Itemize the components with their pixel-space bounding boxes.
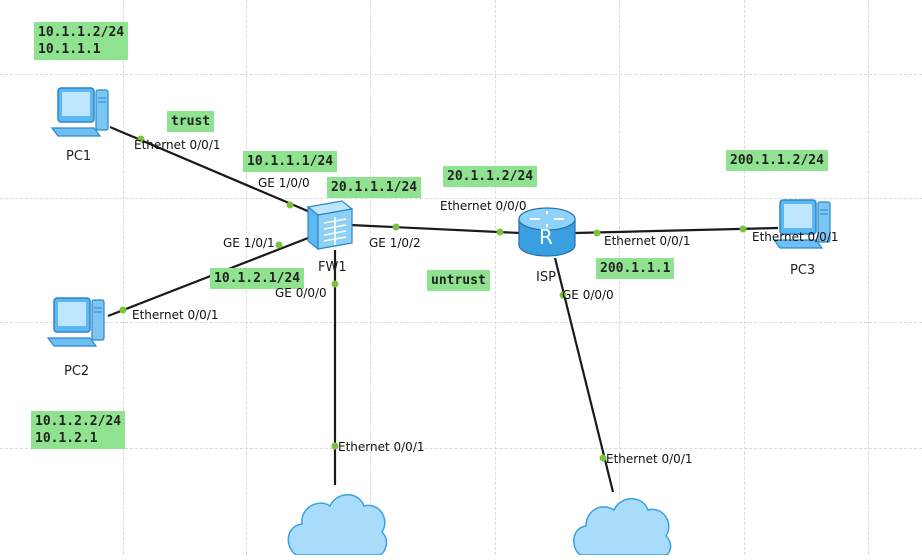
link-pc2-fw1[interactable] (107, 236, 309, 318)
pc2-address-label: 10.1.2.2/24 10.1.2.1 (31, 411, 126, 449)
pc3-address-label: 200.1.1.2/24 (726, 150, 828, 171)
port-dot (119, 306, 127, 314)
port-dot (599, 454, 607, 462)
isp-e001-interface-label: Ethernet 0/0/1 (604, 234, 691, 248)
grid-line (0, 74, 922, 75)
port-dot (496, 228, 504, 236)
grid-line (495, 0, 496, 555)
port-dot (331, 280, 339, 288)
isp-e000-address-label: 20.1.1.2/24 (443, 166, 538, 187)
port-dot (739, 225, 747, 233)
grid-line (370, 0, 371, 555)
link-fw1-isp[interactable] (349, 223, 521, 235)
port-dot (137, 135, 145, 143)
pc3-device[interactable] (772, 196, 838, 256)
fw1-device[interactable] (302, 197, 354, 251)
pc2-name: PC2 (64, 364, 90, 379)
untrust-zone-label: untrust (427, 270, 490, 291)
port-dot (275, 241, 283, 249)
port-dot (331, 442, 339, 450)
grid-line (123, 0, 124, 555)
cloud-icon (287, 494, 388, 556)
fw-ge102-address-label: 20.1.1.1/24 (327, 177, 422, 198)
firewall-icon (306, 200, 354, 251)
isp-e000-interface-label: Ethernet 0/0/0 (440, 199, 527, 213)
isp-e001-address-label: 200.1.1.1 (596, 258, 675, 279)
port-dot (392, 223, 400, 231)
router-icon (518, 207, 576, 257)
cloud2-interface-label: Ethernet 0/0/1 (606, 452, 693, 466)
grid-line (868, 0, 869, 555)
pc1-interface-label: Ethernet 0/0/1 (134, 138, 221, 152)
fw-ge000-interface-label: GE 0/0/0 (275, 286, 327, 300)
fw-ge102-interface-label: GE 1/0/2 (369, 236, 421, 250)
isp-device[interactable]: R (516, 203, 578, 259)
port-dot (559, 291, 567, 299)
cloud1-device[interactable] (282, 474, 390, 556)
isp-ge000-interface-label: GE 0/0/0 (562, 288, 614, 302)
fw-ge101-address-label: 10.1.2.1/24 (210, 268, 305, 289)
trust-zone-label: trust (167, 111, 215, 132)
grid-line (744, 0, 745, 555)
port-dot (593, 229, 601, 237)
pc2-interface-label: Ethernet 0/0/1 (132, 308, 219, 322)
fw-ge100-address-label: 10.1.1.1/24 (243, 151, 338, 172)
pc2-device[interactable] (46, 294, 112, 354)
fw-ge100-interface-label: GE 1/0/0 (258, 176, 310, 190)
computer-icon (46, 297, 105, 347)
grid-line (0, 198, 922, 199)
router-glyph: R (539, 225, 553, 249)
pc3-name: PC3 (790, 263, 816, 278)
link-isp-pc3[interactable] (574, 226, 779, 235)
pc1-name: PC1 (66, 149, 92, 164)
pc3-interface-label: Ethernet 0/0/1 (752, 230, 839, 244)
pc1-address-label: 10.1.1.2/24 10.1.1.1 (34, 22, 129, 60)
computer-icon (772, 199, 831, 249)
isp-name: ISP (536, 270, 556, 285)
computer-icon (50, 87, 109, 137)
port-dot (286, 201, 294, 209)
cloud1-interface-label: Ethernet 0/0/1 (338, 440, 425, 454)
cloud2-device[interactable] (568, 484, 674, 556)
pc1-device[interactable] (50, 84, 116, 144)
fw1-name: FW1 (318, 260, 347, 275)
grid-line (0, 448, 922, 449)
cloud-icon (573, 498, 672, 556)
fw-ge101-interface-label: GE 1/0/1 (223, 236, 275, 250)
grid-line (0, 322, 922, 323)
